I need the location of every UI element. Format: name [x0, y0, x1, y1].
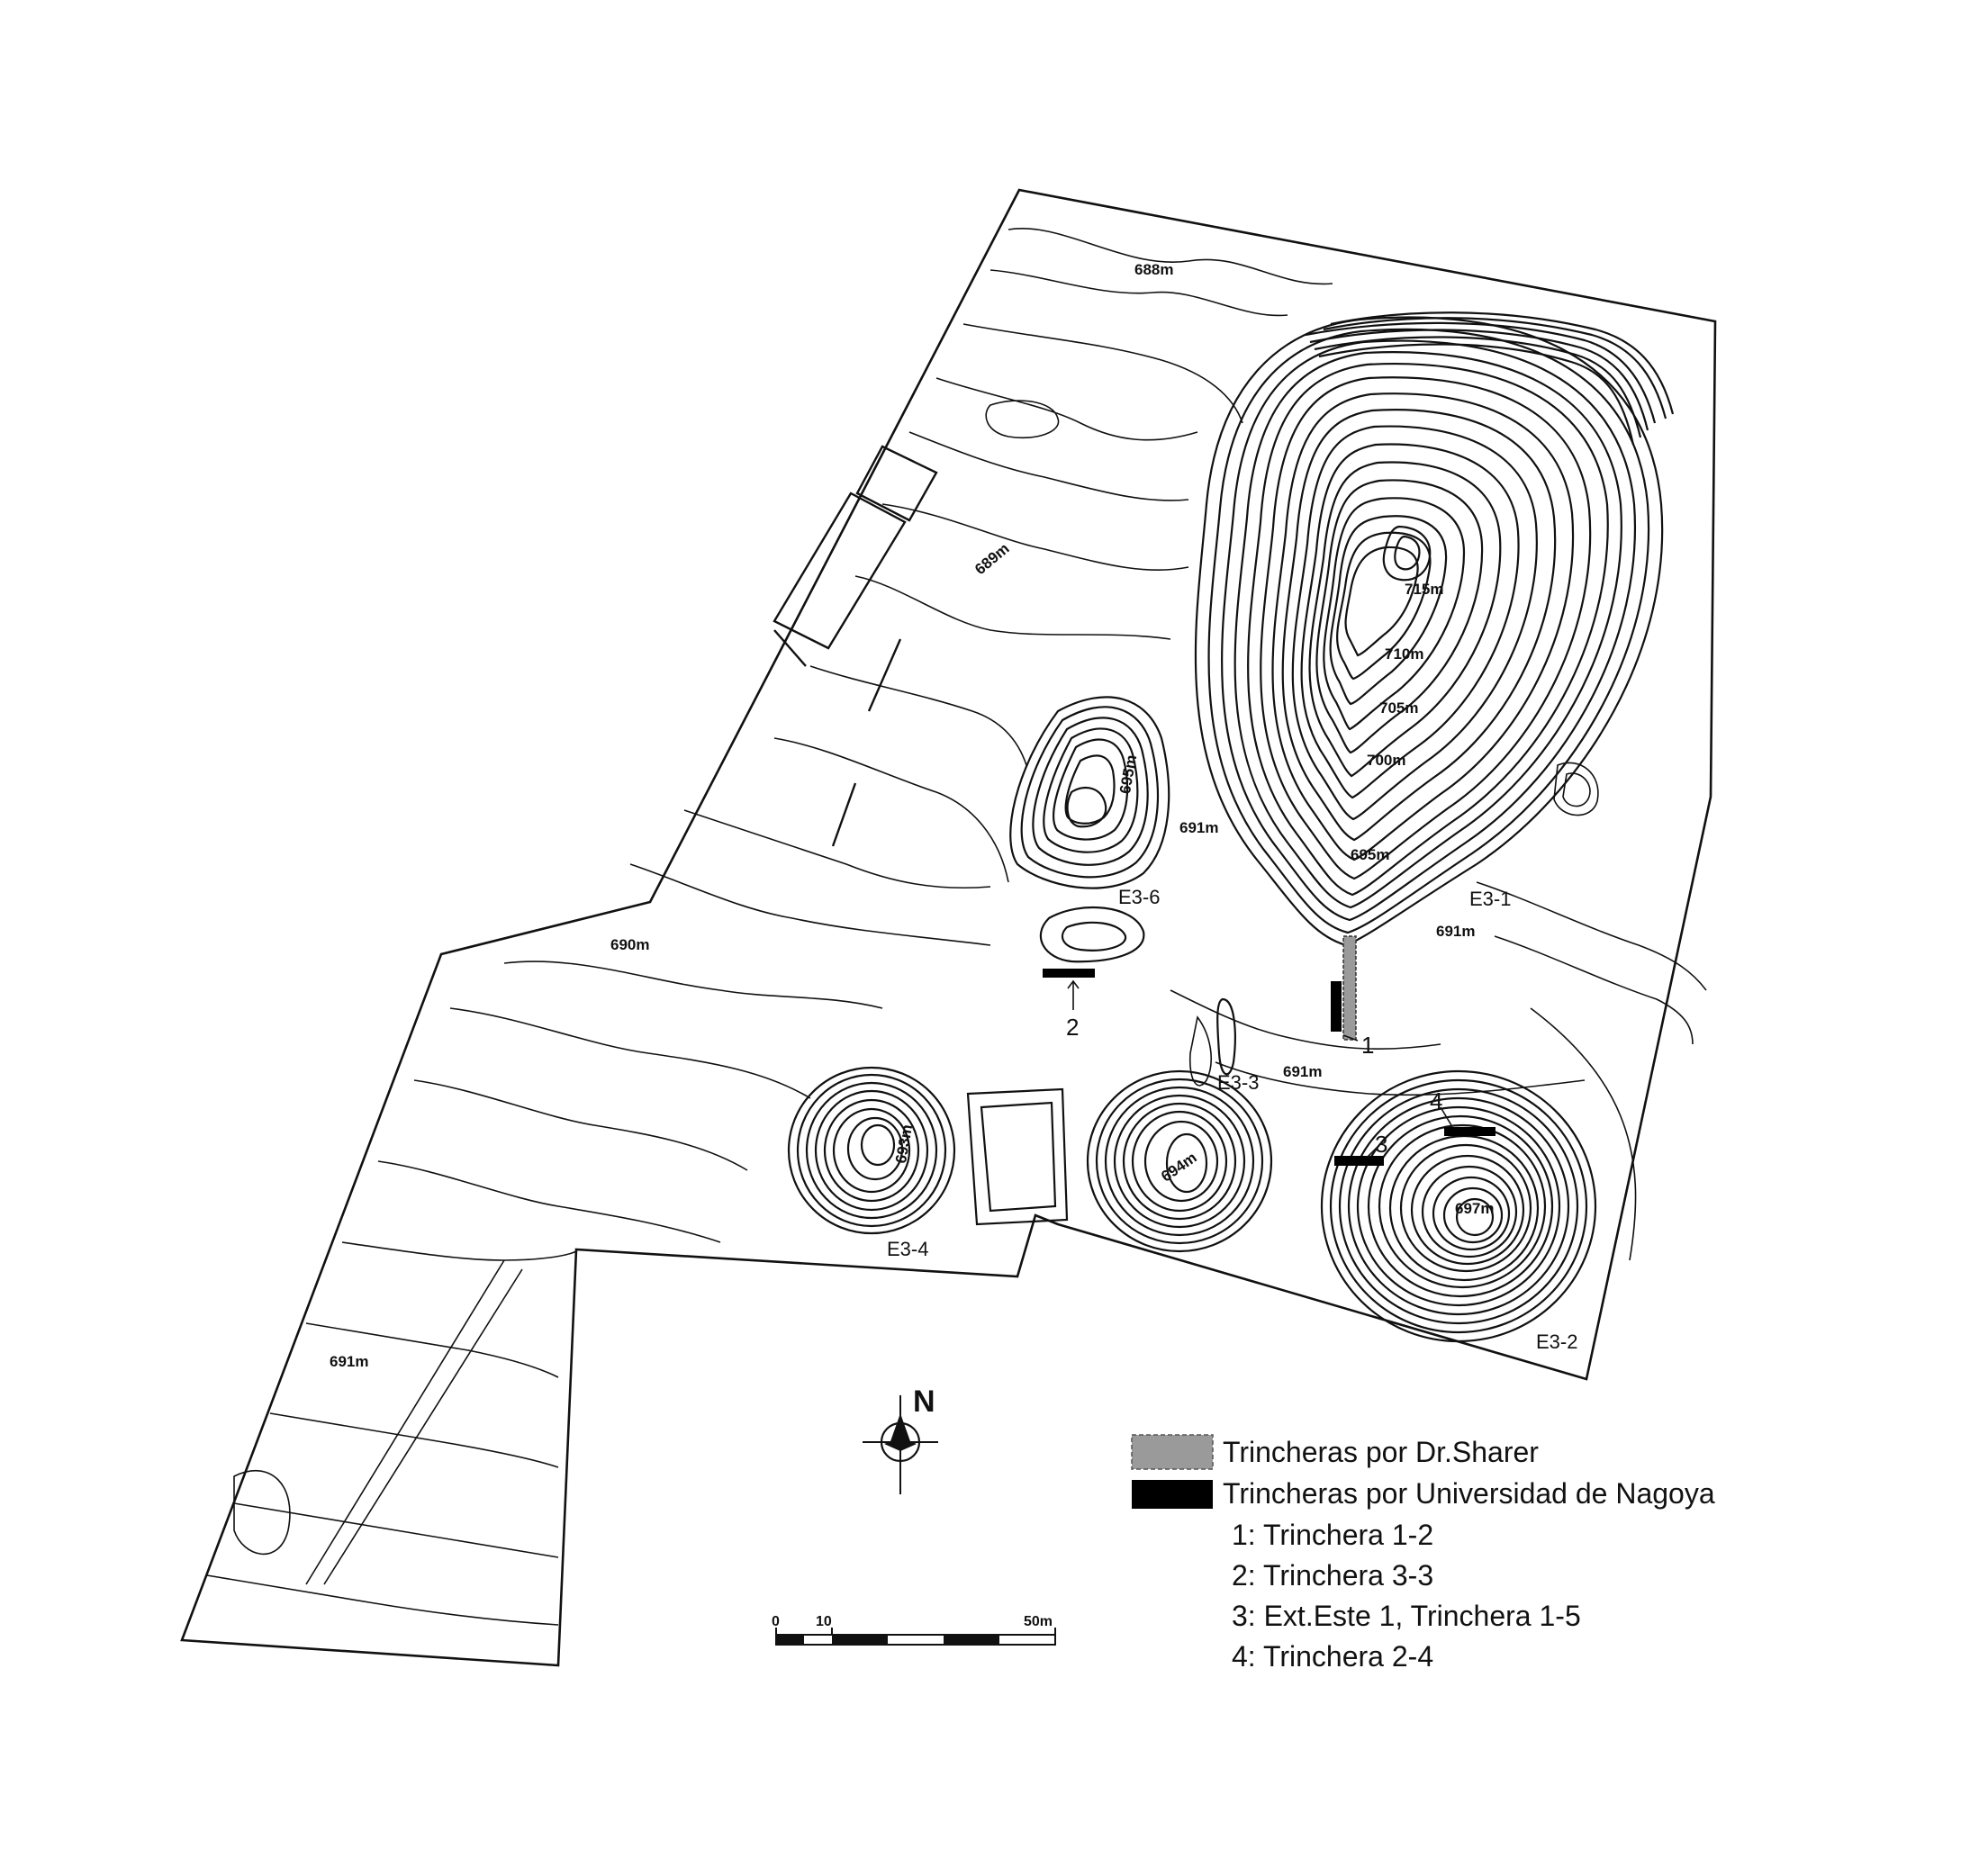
small-oval-contours	[1039, 906, 1145, 963]
legend-label-nagoya: Trincheras por Universidad de Nagoya	[1223, 1477, 1715, 1510]
enclosure-contours	[966, 1087, 1069, 1226]
mound-e3-1-contours	[1194, 311, 1675, 947]
scale-label-50m: 50m	[1024, 1614, 1053, 1629]
mound-e3-4-contours	[787, 1066, 956, 1235]
contour-label-689: 689m	[971, 540, 1013, 579]
survey-boundary	[180, 188, 1717, 1667]
scale-label-10: 10	[816, 1614, 832, 1629]
mound-label-e3-1: E3-1	[1469, 888, 1511, 910]
contour-label-705: 705m	[1379, 699, 1418, 717]
mound-e3-2-contours	[1320, 1069, 1597, 1343]
legend-trench-2: 2: Trinchera 3-3	[1232, 1559, 1433, 1592]
contour-label-715: 715m	[1405, 581, 1443, 598]
trench-1	[1331, 981, 1342, 1032]
trench-number-4: 4	[1430, 1087, 1442, 1114]
building-footprints	[773, 445, 938, 847]
trench-number-1: 1	[1361, 1032, 1374, 1059]
contour-label-691-north: 691m	[1179, 819, 1218, 836]
mound-label-e3-6: E3-6	[1118, 886, 1160, 908]
terrain-contours	[206, 228, 1707, 1626]
legend-swatch-nagoya	[1132, 1480, 1213, 1509]
legend-trench-4: 4: Trinchera 2-4	[1232, 1640, 1433, 1673]
contour-label-695: 695m	[1351, 846, 1389, 863]
legend-trench-1: 1: Trinchera 1-2	[1232, 1519, 1433, 1551]
contour-label-710: 710m	[1385, 645, 1423, 663]
trench-arrows	[1067, 979, 1452, 1159]
contour-label-688: 688m	[1134, 261, 1173, 278]
trenches	[1043, 935, 1496, 1166]
mound-e3-3-contours	[1086, 1069, 1273, 1253]
contour-label-691-west: 691m	[330, 1353, 368, 1370]
legend-swatch-sharer	[1131, 1434, 1214, 1470]
trench-4	[1444, 1127, 1496, 1136]
contour-label-700: 700m	[1367, 752, 1405, 769]
mound-label-e3-4: E3-4	[887, 1238, 928, 1260]
contour-label-690: 690m	[610, 936, 649, 953]
trench-number-2: 2	[1066, 1014, 1079, 1041]
contour-label-697: 697m	[1455, 1200, 1494, 1217]
north-label: N	[913, 1384, 935, 1419]
contour-label-691-ne: 691m	[1436, 923, 1475, 940]
legend-label-sharer: Trincheras por Dr.Sharer	[1223, 1436, 1539, 1468]
legend-trench-3: 3: Ext.Este 1, Trinchera 1-5	[1232, 1600, 1581, 1632]
trench-2	[1043, 969, 1095, 978]
mound-label-e3-2: E3-2	[1536, 1330, 1577, 1353]
contour-label-691-center: 691m	[1283, 1063, 1322, 1080]
north-arrow: N	[863, 1384, 938, 1494]
contour-label-694: 694m	[1158, 1149, 1200, 1186]
trench-3	[1334, 1156, 1384, 1166]
mound-e3-6-contours	[1009, 696, 1170, 889]
mound-label-e3-3: E3-3	[1217, 1071, 1259, 1094]
trench-sharer	[1342, 935, 1357, 1041]
scale-bar: 0 10 50m	[772, 1614, 1056, 1646]
legend: Trincheras por Dr.Sharer Trincheras por …	[1131, 1434, 1715, 1673]
scale-label-0: 0	[772, 1614, 780, 1629]
trench-number-3: 3	[1375, 1131, 1387, 1158]
